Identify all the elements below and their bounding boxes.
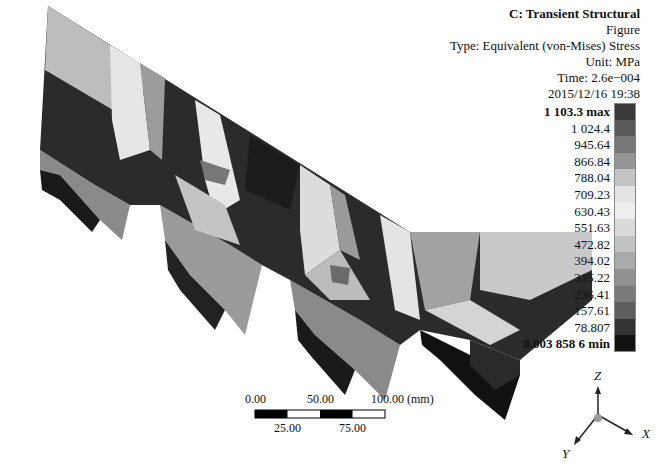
legend-value: 1 024.4	[571, 121, 610, 136]
axis-head	[595, 386, 601, 394]
legend-swatch	[614, 169, 636, 186]
legend-swatch	[614, 252, 636, 269]
legend-swatch	[614, 219, 636, 236]
legend-swatch	[614, 153, 636, 170]
stress-band	[425, 300, 520, 345]
scale-bar-segment	[255, 410, 288, 418]
legend-swatch	[614, 335, 636, 352]
legend-swatch	[614, 120, 636, 137]
legend-swatch	[614, 236, 636, 253]
stress-band	[110, 45, 150, 160]
stress-band	[140, 63, 165, 160]
scale-label: 0.00	[245, 392, 266, 407]
axis-line	[597, 392, 599, 415]
legend-value: 945.64	[574, 137, 610, 152]
legend-swatch	[614, 103, 636, 120]
legend-value: 551.63	[574, 220, 610, 235]
plot-info: 2015/12/16 19:38	[548, 86, 640, 101]
legend-value: 866.84	[574, 154, 610, 169]
axis-line	[598, 415, 628, 432]
stress-band	[175, 175, 240, 245]
stress-band	[295, 310, 355, 395]
scale-label: 75.00	[339, 421, 366, 436]
legend-swatch	[614, 319, 636, 336]
legend-value: 236.41	[574, 287, 610, 302]
legend-value: 394.02	[574, 253, 610, 268]
scale-label: 50.00	[307, 392, 334, 407]
axis-label: X	[642, 426, 650, 441]
axis-label: Y	[562, 446, 569, 461]
stress-band	[410, 232, 480, 310]
plot-info: Figure	[606, 22, 640, 37]
stress-band	[245, 135, 300, 210]
plot-title: C: Transient Structural	[509, 6, 640, 21]
scale-label: 25.00	[274, 421, 301, 436]
axis-label: Z	[594, 368, 601, 383]
scale-bar-segment	[320, 410, 353, 418]
legend-value: 1 103.3 max	[544, 104, 610, 119]
legend-value: 78.807	[574, 320, 610, 335]
axis-head	[624, 428, 633, 435]
stress-band	[305, 250, 370, 300]
stress-band	[200, 160, 230, 185]
legend-value: 472.82	[574, 237, 610, 252]
scale-bar	[255, 410, 385, 418]
axis-origin	[594, 414, 602, 422]
plot-info: Time: 2.6e−004	[557, 70, 640, 85]
stress-band	[330, 265, 350, 285]
legend-swatch	[614, 136, 636, 153]
plot-info: Type: Equivalent (von-Mises) Stress	[450, 38, 640, 53]
stress-band	[330, 185, 360, 260]
legend-swatch	[614, 286, 636, 303]
legend-swatch	[614, 302, 636, 319]
legend-value: 709.23	[574, 187, 610, 202]
legend-value: 315.22	[574, 270, 610, 285]
legend-swatch	[614, 269, 636, 286]
legend-value: 630.43	[574, 204, 610, 219]
scale-label: 100.00 (mm)	[371, 392, 434, 407]
stress-band	[380, 215, 420, 320]
axis-head	[574, 436, 581, 445]
legend-value: 788.04	[574, 170, 610, 185]
legend-swatch	[614, 203, 636, 220]
legend-swatch	[614, 186, 636, 203]
rack-body	[40, 6, 592, 360]
legend-value: 157.61	[574, 303, 610, 318]
plot-info: Unit: MPa	[585, 54, 640, 69]
legend-value: 0.003 858 6 min	[523, 336, 610, 351]
stress-band	[165, 240, 225, 330]
